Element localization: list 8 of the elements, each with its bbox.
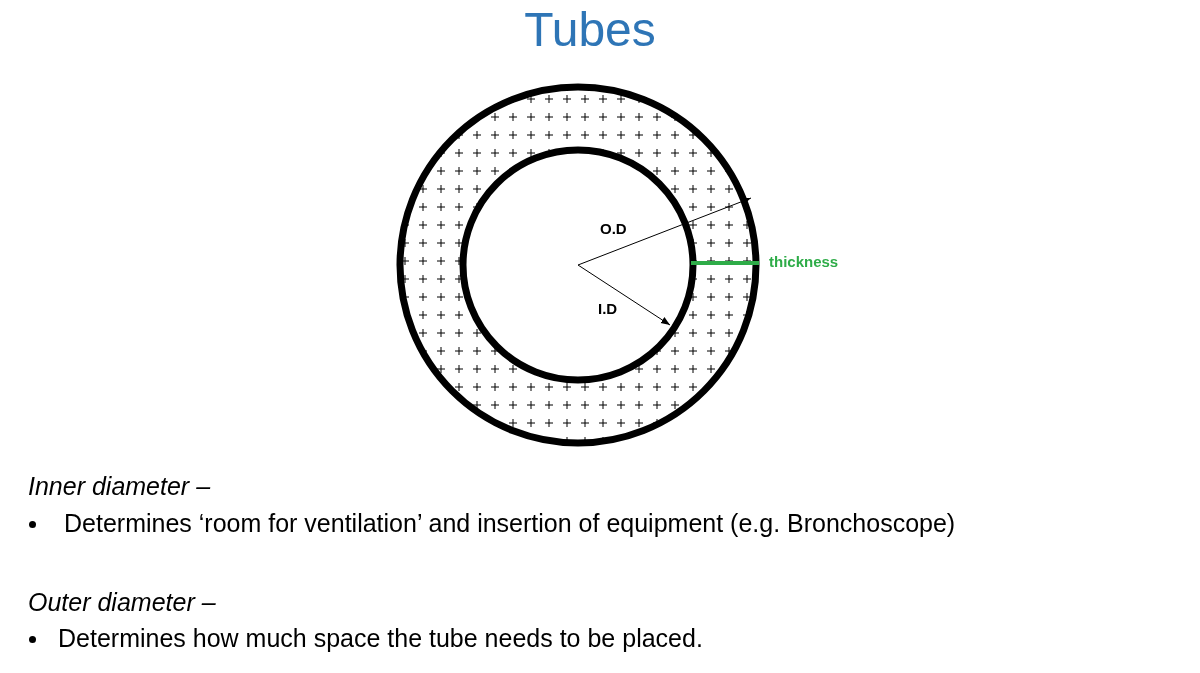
section-heading: Inner diameter – xyxy=(28,472,211,501)
dimension-label: O.D xyxy=(600,220,627,237)
bullet-text: Determines ‘room for ventilation’ and insertion of equipment (e.g. Bronchoscope) xyxy=(64,509,956,538)
title: Tubes xyxy=(523,2,657,57)
section-heading: Outer diameter – xyxy=(28,588,216,617)
bullet-text: Determines how much space the tube needs to be placed. xyxy=(58,624,703,653)
dimension-label: I.D xyxy=(598,300,618,317)
dimension-label: thickness xyxy=(769,253,839,270)
